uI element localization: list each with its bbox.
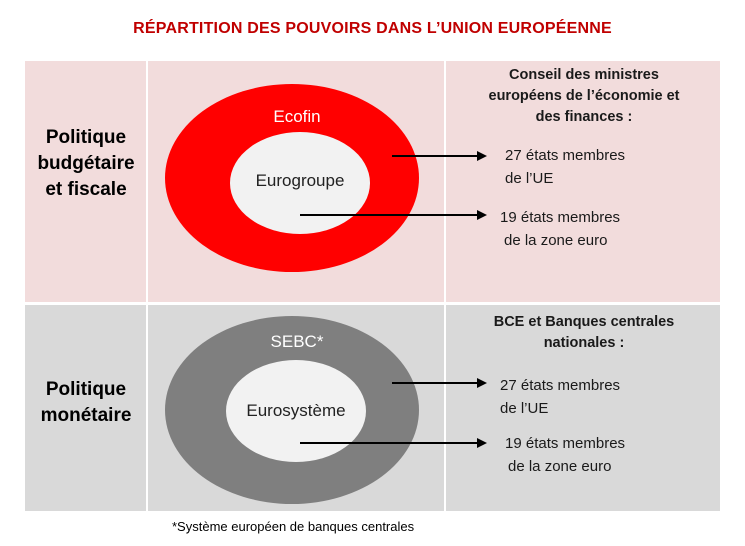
- footnote: *Système européen de banques centrales: [172, 519, 415, 534]
- eurosysteme-core: [226, 360, 366, 462]
- diagram-title: RÉPARTITION DES POUVOIRS DANS L’UNION EU…: [133, 20, 612, 37]
- central-banks-title: BCE et Banques centrales nationales :: [493, 314, 675, 351]
- budget-policy-label: Politique budgétaire et fiscale: [37, 127, 135, 200]
- budget-target-eu27: 27 états membres de l’UE: [505, 147, 626, 187]
- sebc-label: SEBC*: [270, 332, 324, 351]
- monetary-target-eu27: 27 états membres de l’UE: [500, 377, 621, 417]
- eurogroupe-label: Eurogroupe: [255, 171, 345, 190]
- column-divider-left: [146, 61, 148, 511]
- eurosysteme-label: Eurosystème: [246, 401, 346, 420]
- ecofin-council-title: Conseil des ministres européens de l’éco…: [488, 67, 680, 125]
- eurogroupe-core: [230, 132, 370, 234]
- monetary-policy-label: Politique monétaire: [40, 379, 132, 426]
- column-divider-right: [444, 61, 446, 511]
- row-divider: [25, 302, 720, 304]
- budget-target-eurozone19: 19 états membres de la zone euro: [500, 209, 621, 249]
- ecofin-label: Ecofin: [273, 107, 321, 126]
- monetary-target-eurozone19: 19 états membres de la zone euro: [505, 435, 626, 475]
